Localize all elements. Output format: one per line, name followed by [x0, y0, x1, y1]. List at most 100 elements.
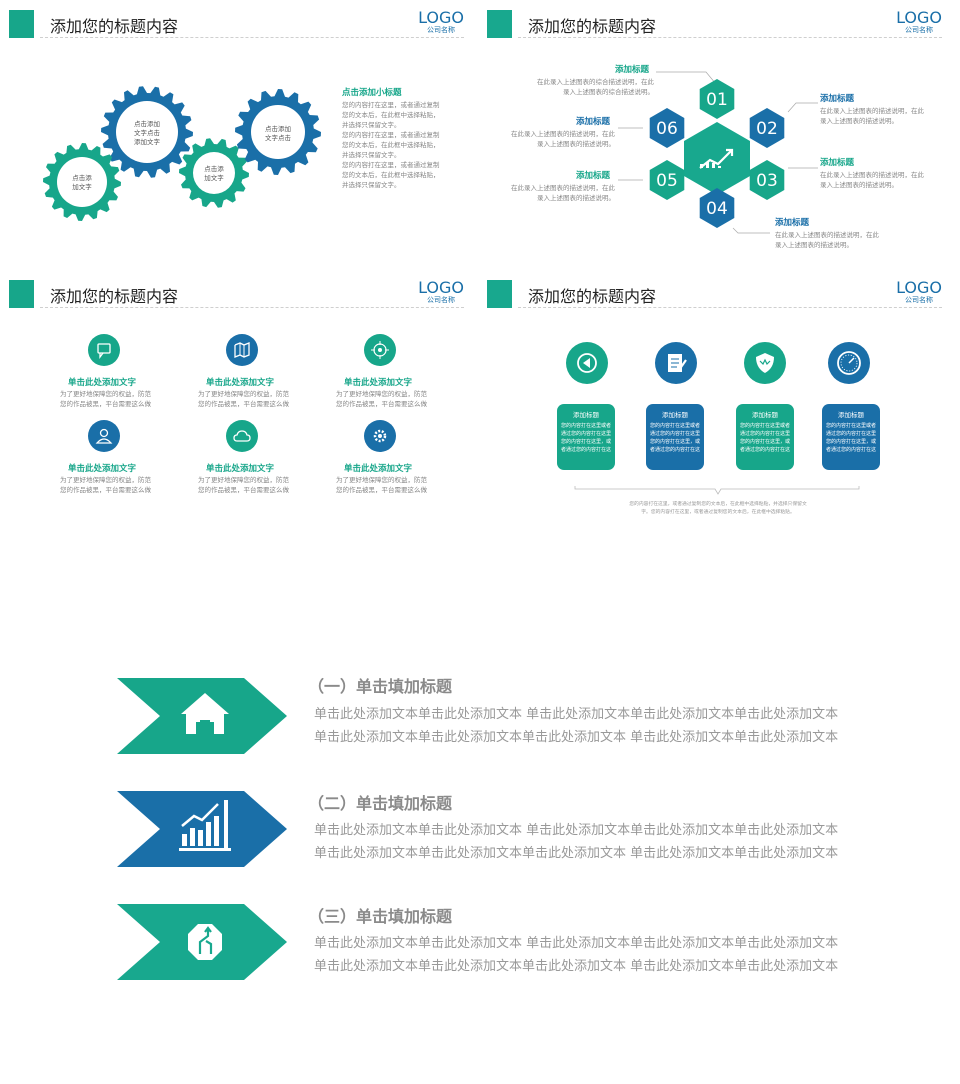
road-sign-icon	[188, 924, 222, 960]
header-square	[487, 10, 512, 38]
hex-desc-05: 在此录入上述图表的描述说明，在此录入上述图表的描述说明。	[511, 184, 615, 202]
slide-title: 添加您的标题内容	[50, 287, 179, 306]
hex-desc-02: 在此录入上述图表的描述说明，在此录入上述图表的描述说明。	[820, 107, 924, 125]
hex-desc-04: 在此录入上述图表的描述说明，在此录入上述图表的描述说明。	[775, 231, 879, 249]
footer-text: 您的内容打在这里，或者通过复制您的文本后，在此框中选择粘贴，并选择只保留文字。您…	[629, 502, 807, 515]
sub-title: 点击添加小标题	[342, 88, 402, 98]
gear-small-text-2: 加文字	[204, 173, 224, 182]
row-title-3: （三）单击填加标题	[308, 907, 453, 926]
hex-desc-03: 在此录入上述图表的描述说明，在此录入上述图表的描述说明。	[820, 171, 924, 189]
hex-desc-01: 在此录入上述图表的综合描述说明，在此录入上述图表的综合描述说明。	[537, 78, 654, 96]
row-text-1: 单击此处添加文本单击此处添加文本 单击此处添加文本单击此处添加文本单击此处添加文…	[314, 707, 839, 745]
hex-06	[649, 108, 685, 148]
gauge-icon	[828, 342, 870, 384]
map-icon	[226, 334, 258, 366]
item-title-6: 单击此处添加文字	[344, 464, 413, 474]
hex-01	[699, 79, 735, 119]
card-1: 添加标题您的内容打在这里或者通过您的内容打在这里您的内容打在这里，或者通过您的内…	[557, 404, 615, 470]
gear-left-text-2: 加文字	[72, 182, 92, 191]
header-divider	[518, 307, 942, 308]
user-icon	[88, 420, 120, 452]
hex-label-01: 添加标题	[615, 65, 650, 75]
item-title-2: 单击此处添加文字	[206, 378, 275, 388]
shield-icon	[744, 342, 786, 384]
gear-big-text-2: 文字点击	[134, 128, 161, 137]
gear-big	[101, 86, 193, 178]
cloud-icon	[226, 420, 258, 452]
item-title-4: 单击此处添加文字	[68, 464, 137, 474]
item-text-1: 为了更好地保障您的权益，防范您的作品被黑，平台需要这么做	[60, 390, 151, 408]
gear-big-text-1: 点击添加	[134, 119, 160, 128]
item-text-6: 为了更好地保障您的权益，防范您的作品被黑，平台需要这么做	[336, 476, 427, 494]
hex-04	[699, 188, 735, 228]
hexagon-diagram: 01 02 03 04 05 06	[618, 71, 818, 234]
row-text-3: 单击此处添加文本单击此处添加文本 单击此处添加文本单击此处添加文本单击此处添加文…	[314, 936, 839, 974]
growth-chart-icon	[179, 800, 231, 851]
gear-right-text-1: 点击添加	[265, 124, 291, 133]
hex-02	[749, 108, 785, 148]
arrow-2	[117, 791, 287, 867]
gear-small-text-1: 点击添	[204, 164, 224, 173]
gear-icon	[364, 420, 396, 452]
item-title-5: 单击此处添加文字	[206, 464, 275, 474]
gear-right-text-2: 文字点击	[265, 133, 292, 142]
header-divider	[518, 37, 942, 38]
hex-label-02: 添加标题	[820, 94, 855, 104]
play-icon	[566, 342, 608, 384]
card-4: 添加标题您的内容打在这里或者通过您的内容打在这里您的内容打在这里，或者通过您的内…	[822, 404, 880, 470]
hex-number-04: 04	[706, 199, 728, 219]
hex-03	[749, 160, 785, 200]
hex-number-06: 06	[656, 119, 678, 139]
arrow-rows	[117, 678, 287, 980]
item-text-5: 为了更好地保障您的权益，防范您的作品被黑，平台需要这么做	[198, 476, 289, 494]
slide-title: 添加您的标题内容	[528, 287, 657, 306]
item-title-3: 单击此处添加文字	[344, 378, 413, 388]
item-text-2: 为了更好地保障您的权益，防范您的作品被黑，平台需要这么做	[198, 390, 289, 408]
gear-left	[43, 143, 121, 221]
sub-body: 您的内容打在这里，或者通过复制您的文本后，在此框中选择粘贴，并选择只保留文字。 …	[342, 101, 440, 189]
item-title-1: 单击此处添加文字	[68, 378, 137, 388]
hex-05	[649, 160, 685, 200]
row-text-2: 单击此处添加文本单击此处添加文本 单击此处添加文本单击此处添加文本单击此处添加文…	[314, 823, 839, 861]
gear-left-text-1: 点击添	[72, 173, 92, 182]
hex-label-06: 添加标题	[576, 117, 611, 127]
row-title-1: （一）单击填加标题	[308, 677, 453, 696]
card-3: 添加标题您的内容打在这里或者通过您的内容打在这里您的内容打在这里，或者通过您的内…	[736, 404, 794, 470]
hex-number-05: 05	[656, 171, 678, 191]
hex-center	[684, 122, 750, 195]
gears-diagram: 点击添加 文字点击 添加文字 点击添 加文字 点击添 加文字 点击添加 文字点击	[43, 86, 321, 221]
hex-label-04: 添加标题	[775, 218, 810, 228]
card-2: 添加标题您的内容打在这里或者通过您的内容打在这里您的内容打在这里，或者通过您的内…	[646, 404, 704, 470]
gear-small	[179, 138, 249, 208]
header-square	[9, 10, 34, 38]
growth-chart-icon	[699, 148, 734, 169]
house-icon	[181, 693, 229, 734]
hex-label-03: 添加标题	[820, 158, 855, 168]
hex-number-03: 03	[756, 171, 778, 191]
header-divider	[40, 37, 464, 38]
gear-big-text-3: 添加文字	[134, 137, 161, 146]
row-title-2: （二）单击填加标题	[308, 794, 453, 813]
hex-desc-06: 在此录入上述图表的描述说明，在此录入上述图表的描述说明。	[511, 130, 615, 148]
item-text-4: 为了更好地保障您的权益，防范您的作品被黑，平台需要这么做	[60, 476, 151, 494]
hex-label-05: 添加标题	[576, 171, 611, 181]
header-square	[487, 280, 512, 308]
slide-title: 添加您的标题内容	[50, 17, 179, 36]
notepad-icon	[655, 342, 697, 384]
gear-right	[235, 89, 321, 175]
hex-number-02: 02	[756, 119, 778, 139]
slide-title: 添加您的标题内容	[528, 17, 657, 36]
item-text-3: 为了更好地保障您的权益，防范您的作品被黑，平台需要这么做	[336, 390, 427, 408]
hex-number-01: 01	[706, 90, 728, 110]
chat-icon	[88, 334, 120, 366]
header-divider	[40, 307, 464, 308]
header-square	[9, 280, 34, 308]
